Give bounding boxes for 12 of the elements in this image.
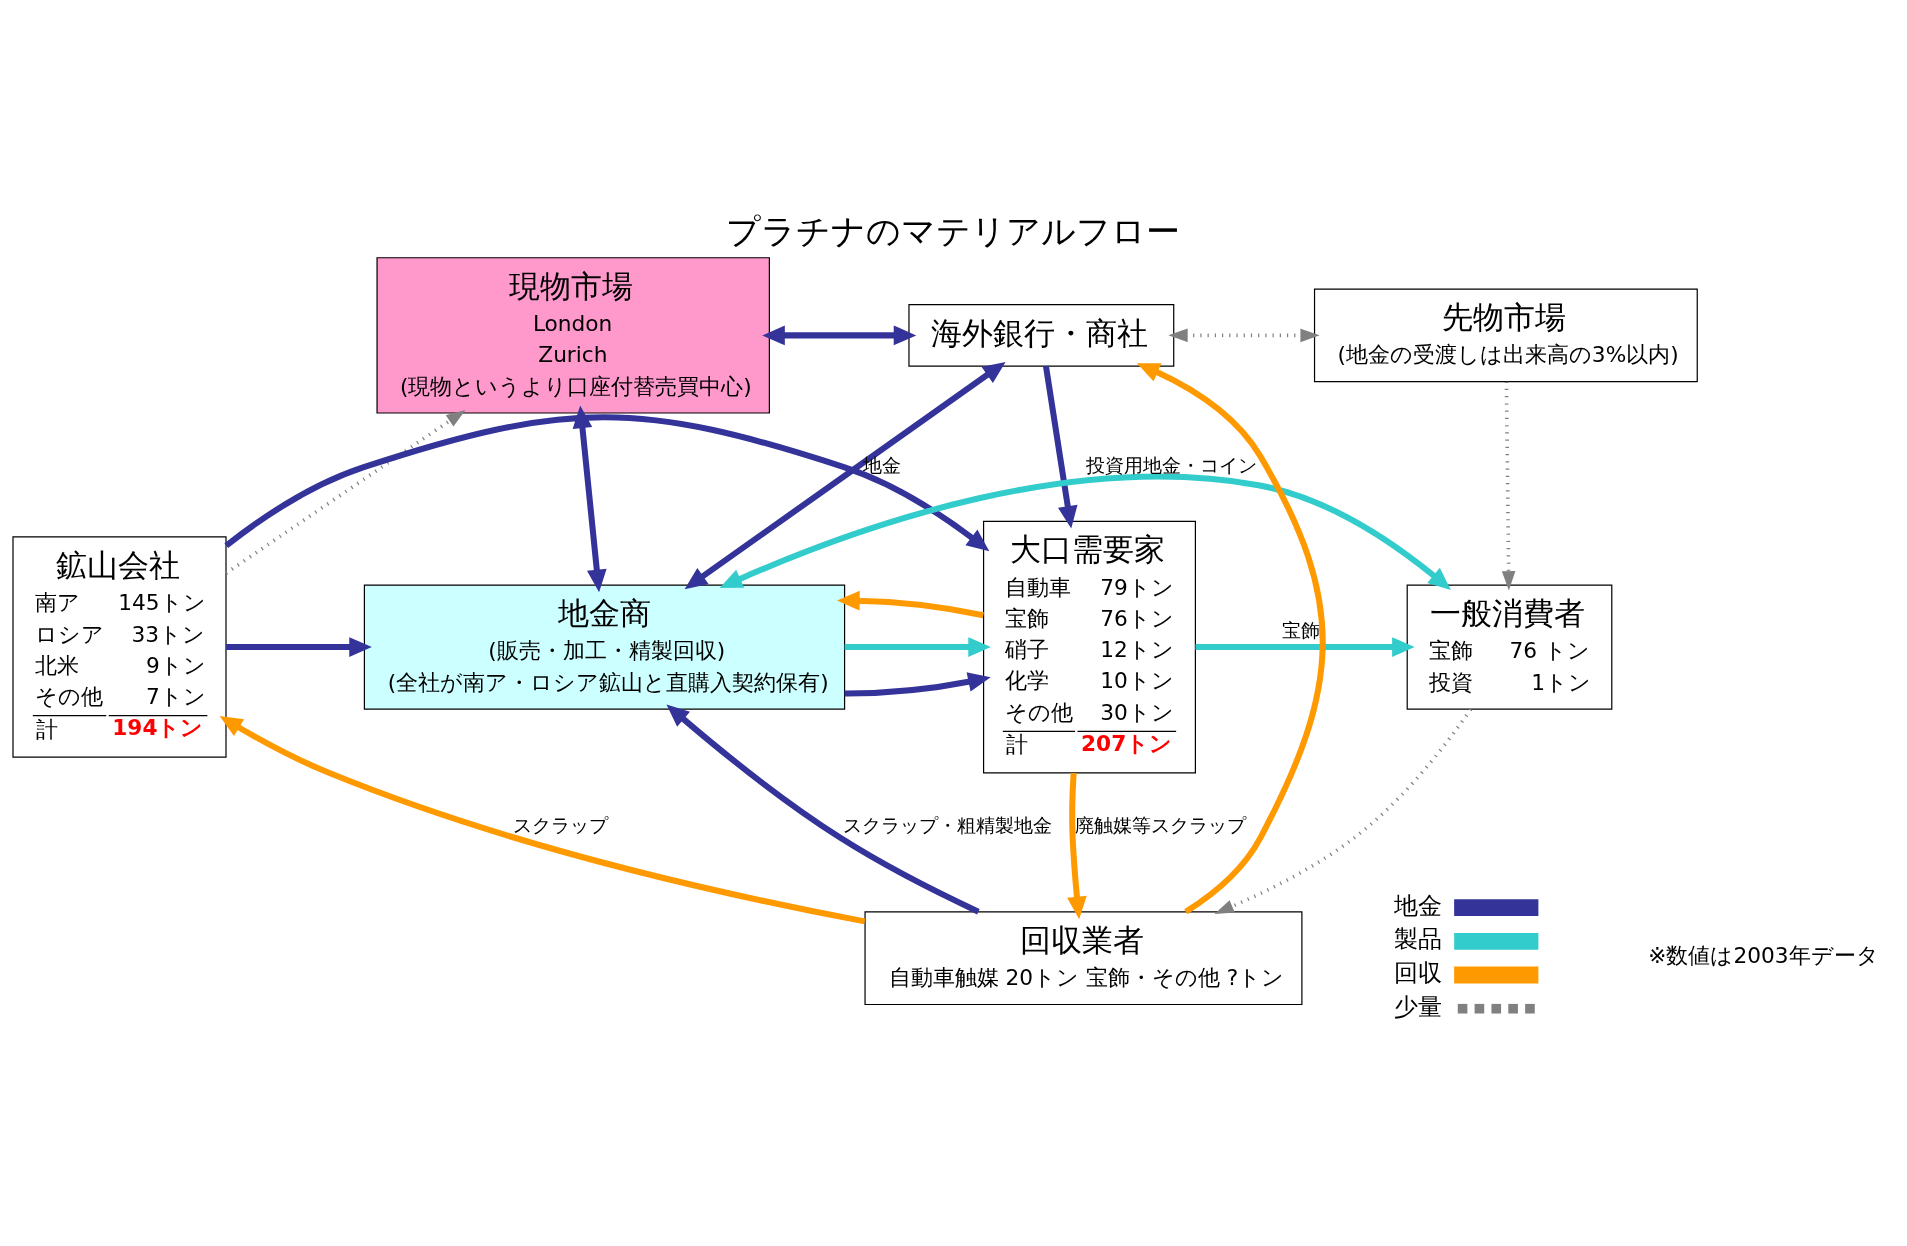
edge-label: 宝飾 <box>1282 619 1321 643</box>
edge-label: スクラップ <box>513 813 609 837</box>
diagram-title: プラチナのマテリアルフロー <box>726 211 1181 251</box>
legend-label: 地金 <box>1393 891 1442 920</box>
legend-label: 製品 <box>1393 925 1442 954</box>
label: ※数値は2003年データ <box>1648 943 1879 969</box>
edge-label: 地金 <box>863 453 902 477</box>
legend-label: 少量 <box>1393 992 1442 1021</box>
edge-label: 投資用地金・コイン <box>1085 453 1257 477</box>
legend-label: 回収 <box>1393 959 1442 988</box>
edge-label: スクラップ・粗精製地金 <box>842 813 1052 837</box>
edge-label: 廃触媒等スクラップ <box>1075 813 1246 837</box>
